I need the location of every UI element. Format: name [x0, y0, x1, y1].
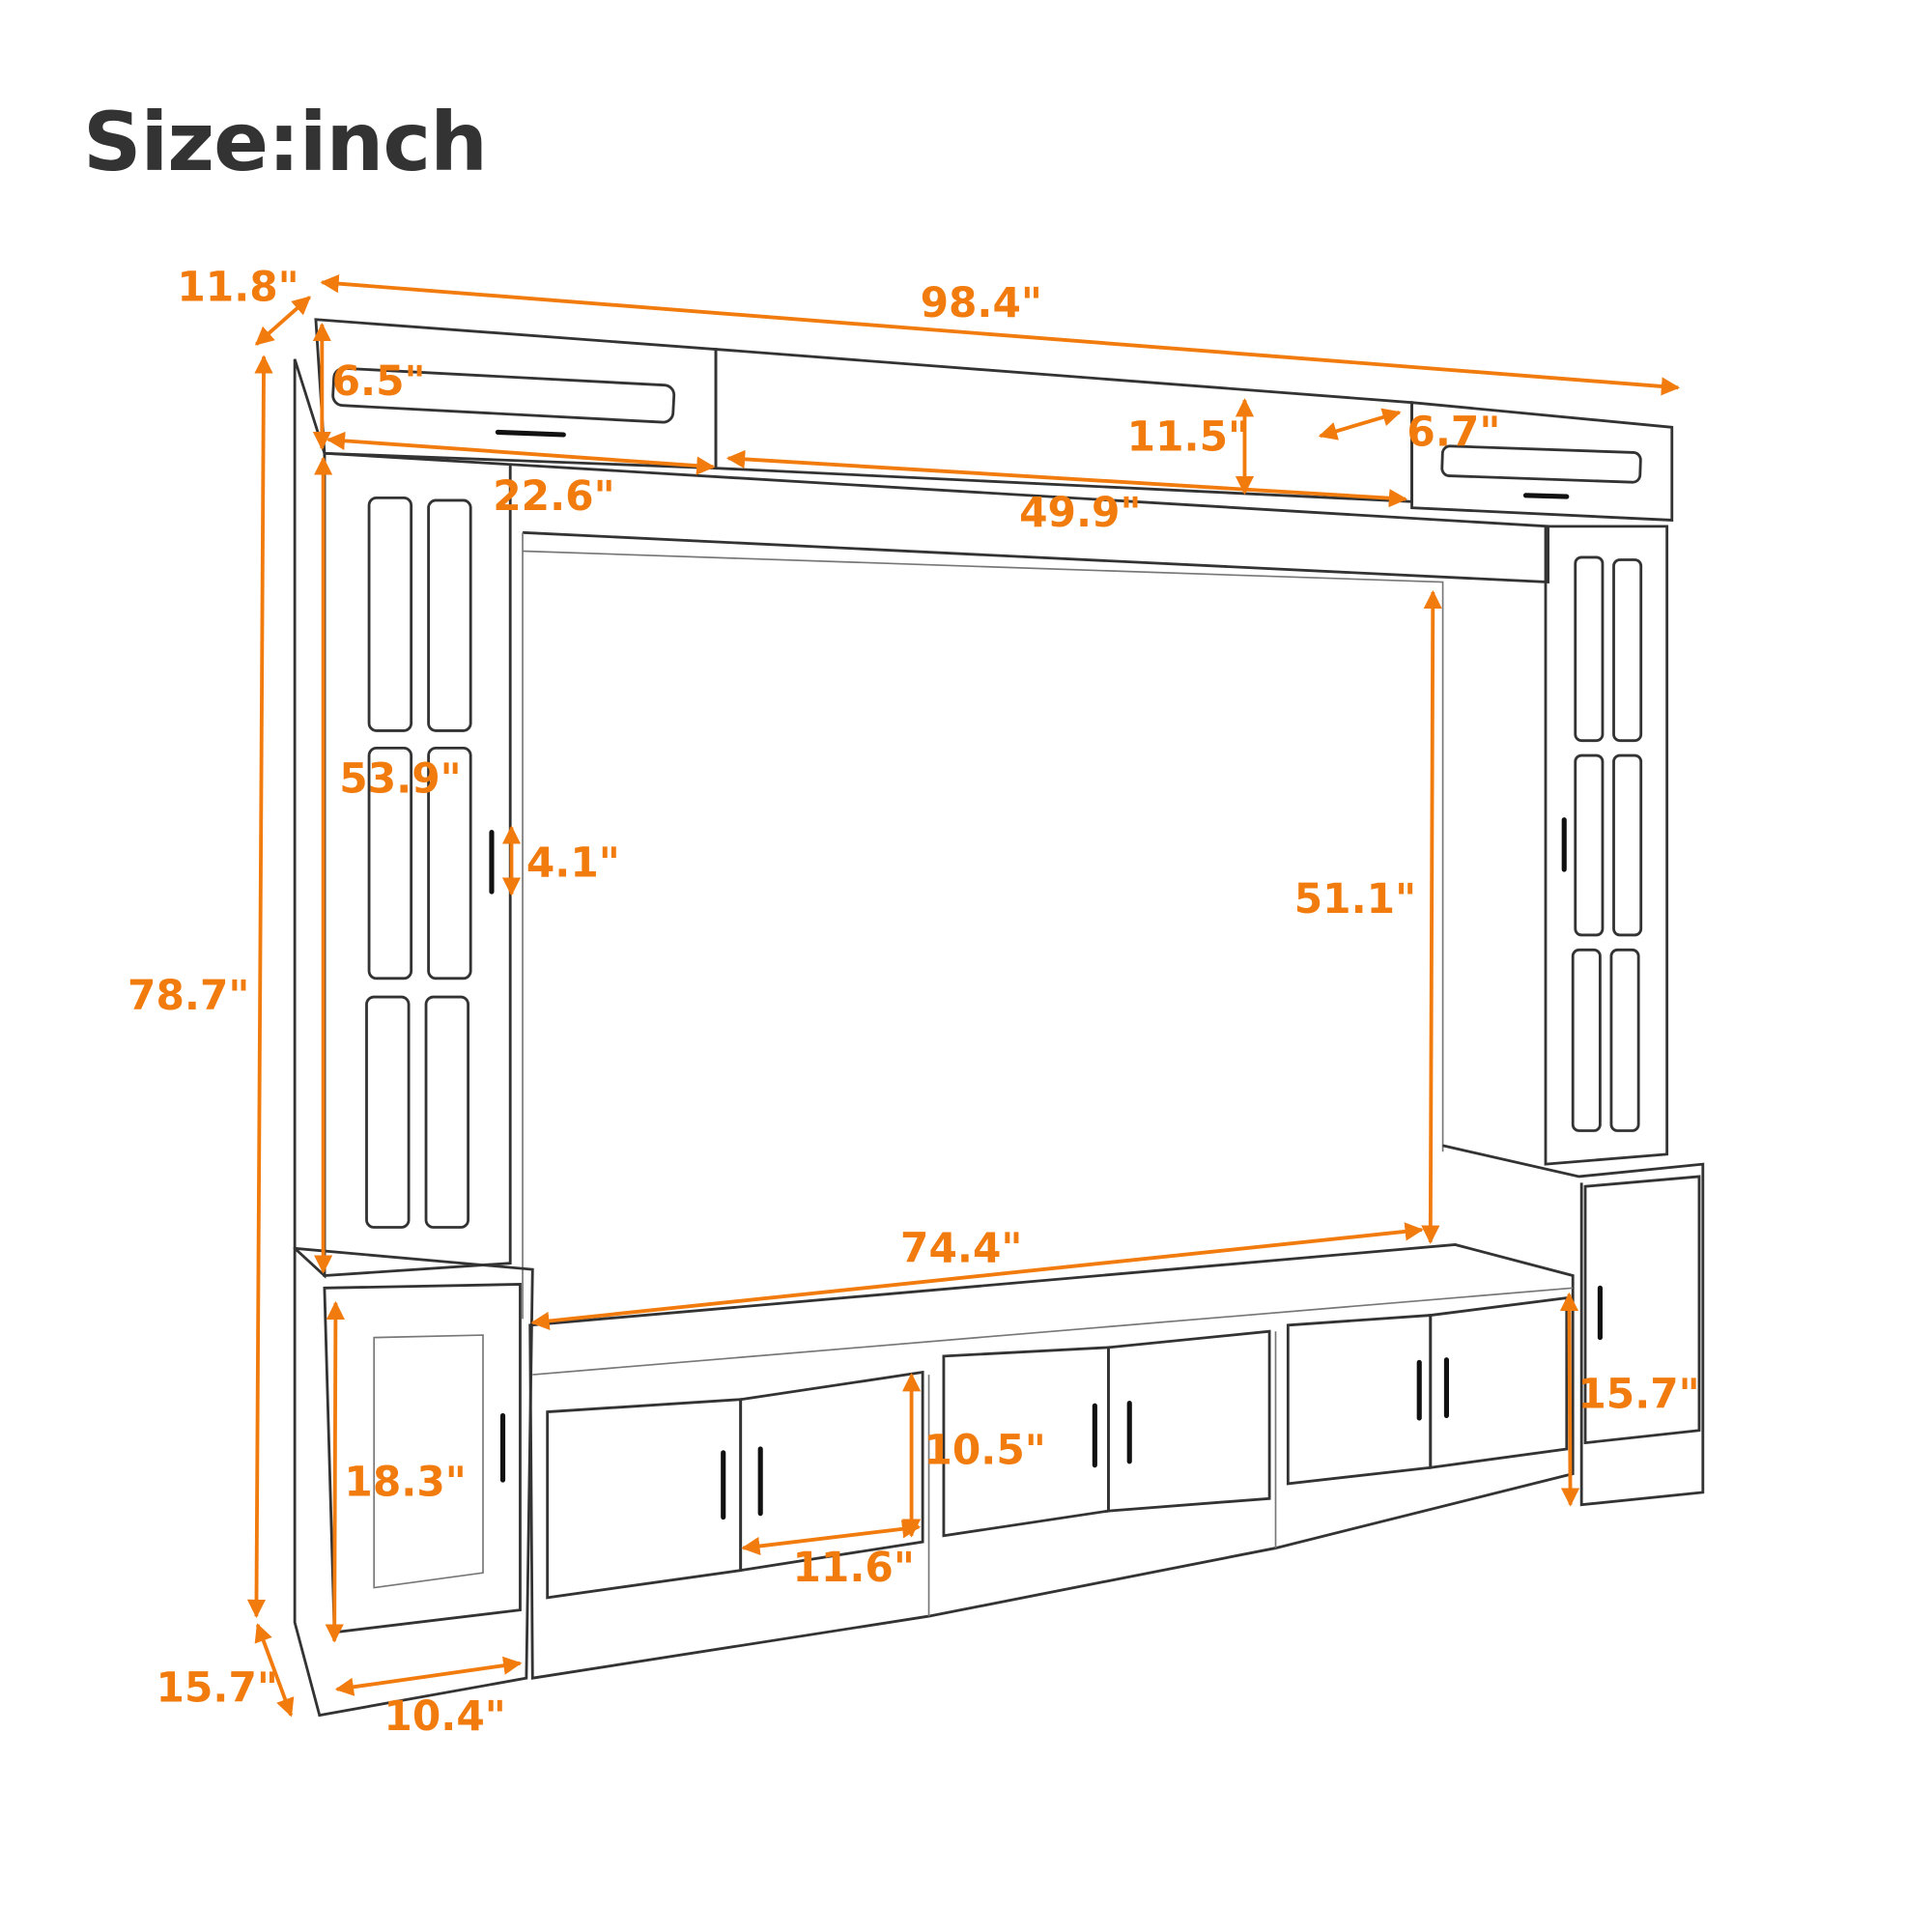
dim-line-top-cabinet-width [326, 431, 716, 475]
dim-line-total-width [320, 274, 1681, 396]
label-tv-width: 74.4" [900, 1224, 1022, 1271]
dim-line-tv-width [530, 1222, 1424, 1330]
label-door-width: 11.6" [793, 1544, 915, 1591]
label-door-height: 10.5" [923, 1426, 1045, 1473]
label-top-cabinet-width: 22.6" [493, 472, 614, 520]
dim-line-door-width [741, 1520, 922, 1556]
tv-stand [528, 1243, 1575, 1680]
top-right-cabinet [1410, 401, 1674, 522]
dimension-labels: 11.8" 98.4" 6.5" 11.5" 6.7" 22.6" 49.9" … [128, 264, 1700, 1740]
dim-line-depth-top [254, 296, 311, 346]
dim-line-left-base-height [325, 1300, 345, 1643]
label-left-base-height: 18.3" [344, 1459, 466, 1506]
dim-line-tv-height [1421, 589, 1442, 1244]
furniture-outline [293, 318, 1705, 1718]
label-depth-top: 11.8" [177, 264, 298, 311]
dimension-lines [246, 274, 1681, 1718]
label-side-cabinet-height: 53.9" [339, 755, 461, 803]
label-total-height: 78.7" [128, 972, 249, 1019]
label-total-width: 98.4" [921, 279, 1042, 327]
label-depth-bottom: 15.7" [156, 1664, 278, 1712]
label-top-cabinet-height: 6.5" [332, 357, 426, 405]
dim-line-right-base-height [1559, 1292, 1580, 1507]
dim-line-left-base-width [334, 1656, 523, 1696]
page-title: Size:inch [83, 95, 488, 189]
label-tv-height: 51.1" [1294, 875, 1416, 923]
label-handle: 4.1" [526, 839, 620, 887]
dim-line-top-right-height [1318, 408, 1402, 440]
dim-line-depth-bottom [254, 1623, 295, 1718]
label-top-center-height: 11.5" [1127, 413, 1249, 461]
left-tall-cabinet [323, 451, 512, 1278]
label-left-base-width: 10.4" [384, 1692, 505, 1740]
label-right-base-height: 15.7" [1577, 1371, 1699, 1418]
label-top-right-height: 6.7" [1406, 409, 1500, 456]
label-top-center-width: 49.9" [1019, 489, 1141, 536]
dim-line-top-center-width [725, 449, 1408, 508]
right-tall-cabinet [1544, 525, 1669, 1166]
dim-line-total-height [246, 355, 273, 1618]
